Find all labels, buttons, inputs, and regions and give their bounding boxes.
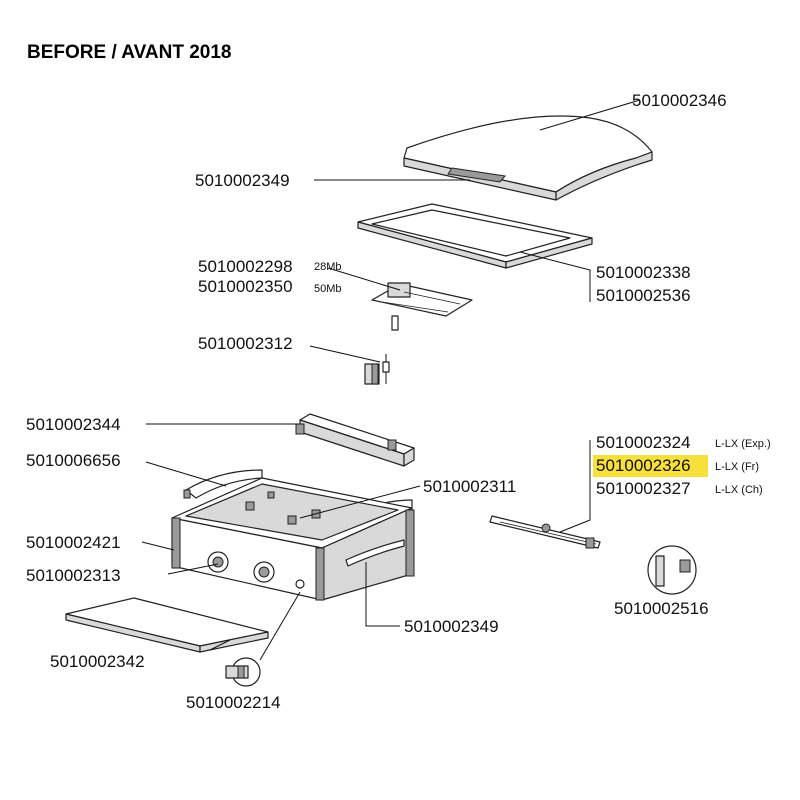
label-valve-50[interactable]: 5010002350 <box>198 277 293 296</box>
label-injector[interactable]: 5010002516 <box>614 599 709 618</box>
highlight-box <box>593 455 708 477</box>
label-burner-body[interactable]: 5010002311 <box>423 477 516 496</box>
grill-frame-part <box>357 203 593 269</box>
label-burner-ch[interactable]: 5010002327 <box>596 479 691 498</box>
label-grill-frame-a[interactable]: 5010002338 <box>596 263 691 282</box>
label-burner-fr-note: L-LX (Fr) <box>715 461 759 473</box>
label-lid[interactable]: 5010002346 <box>632 91 727 110</box>
label-burner-exp-note: L-LX (Exp.) <box>715 438 771 450</box>
drip-tray-part <box>65 597 269 653</box>
label-rear-windshield[interactable]: 5010002344 <box>26 415 121 434</box>
label-burner-exp[interactable]: 5010002324 <box>596 433 691 452</box>
burner-tube-part <box>489 515 601 549</box>
label-drip-tray[interactable]: 5010002342 <box>50 652 145 671</box>
leader-lines <box>141 99 641 661</box>
label-side-handle[interactable]: 5010002349 <box>404 617 499 636</box>
label-valve-28-note: 28Mb <box>314 261 342 273</box>
label-gas-connector[interactable]: 5010002214 <box>186 693 281 712</box>
control-knobs <box>207 551 305 589</box>
page-title: BEFORE / AVANT 2018 <box>27 42 231 63</box>
label-valve-28[interactable]: 5010002298 <box>198 257 293 276</box>
label-front-panel[interactable]: 5010002421 <box>26 533 121 552</box>
gas-connector-part <box>225 657 261 687</box>
label-burner-fr[interactable]: 5010002326 <box>596 456 691 475</box>
label-igniter[interactable]: 5010002312 <box>198 334 293 353</box>
igniter-part <box>364 354 390 385</box>
label-lid-handle[interactable]: 5010002349 <box>195 171 290 190</box>
label-knob[interactable]: 5010002313 <box>26 566 121 585</box>
grill-body-part <box>171 477 415 601</box>
label-valve-50-note: 50Mb <box>314 283 342 295</box>
gas-valve-part <box>371 282 473 331</box>
label-burner-ch-note: L-LX (Ch) <box>715 484 763 496</box>
rear-windshield-part <box>295 413 415 467</box>
lid-part <box>403 115 653 201</box>
label-grill-frame-b[interactable]: 5010002536 <box>596 286 691 305</box>
label-side-windshield[interactable]: 5010006656 <box>26 451 121 470</box>
injector-detail-part <box>647 545 697 595</box>
